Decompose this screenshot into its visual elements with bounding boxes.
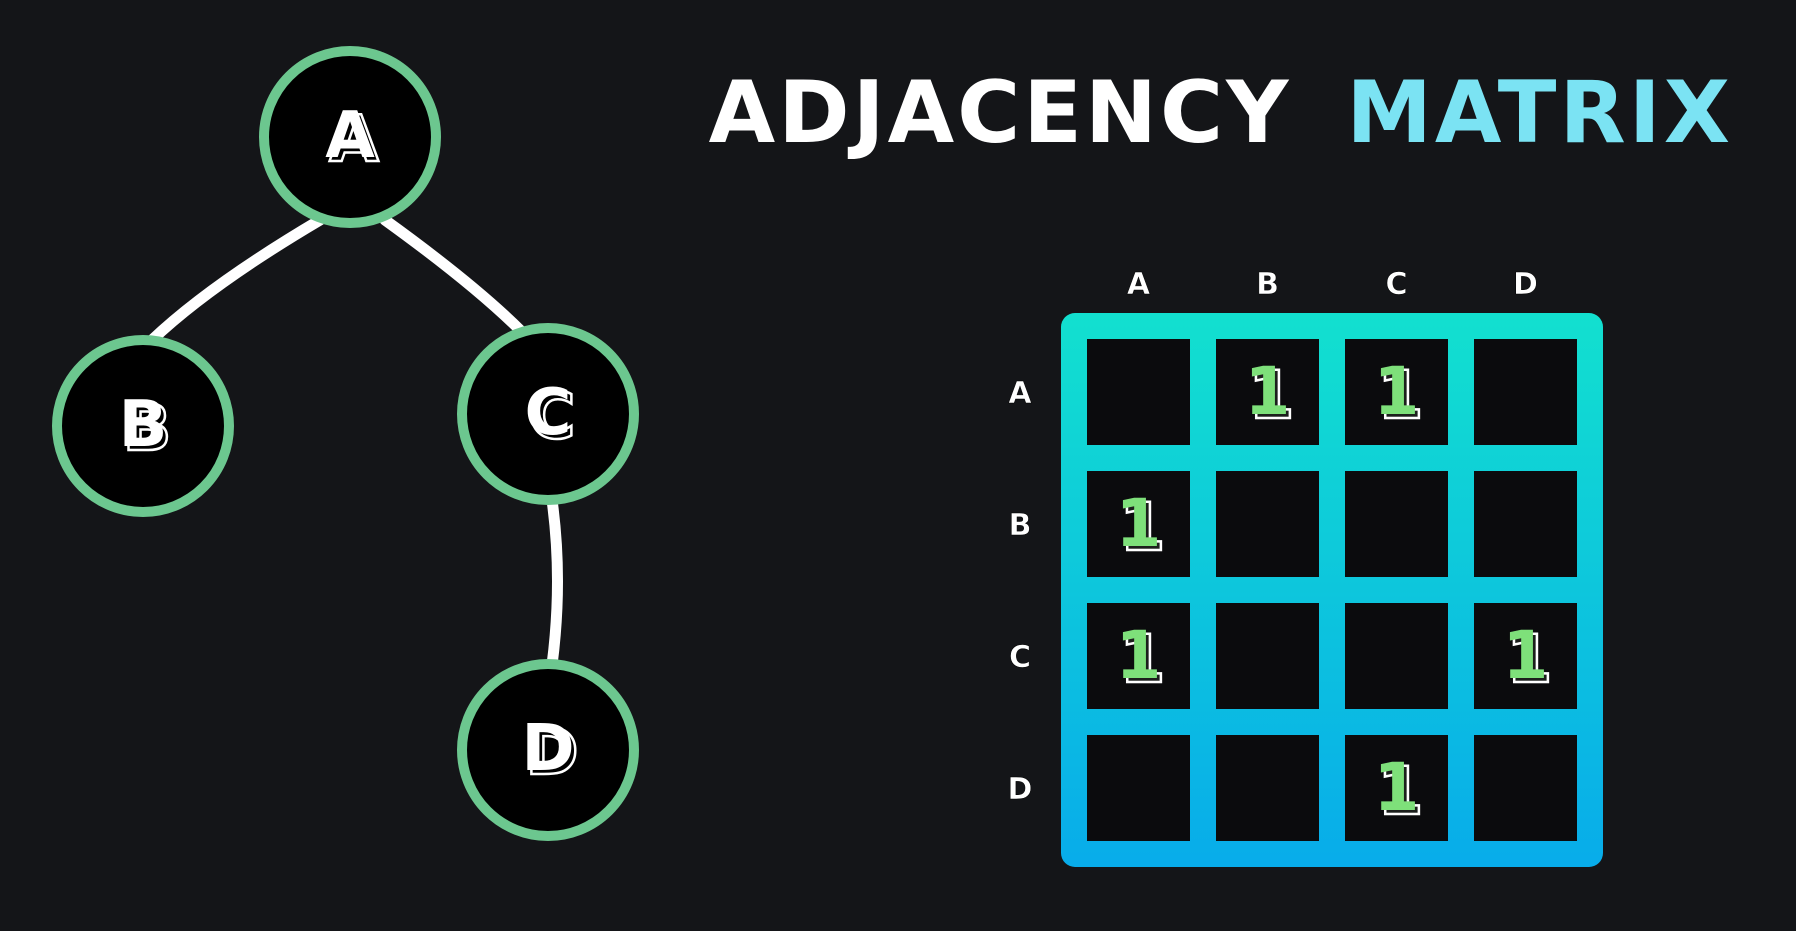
node-label-shadow: B bbox=[123, 392, 172, 466]
matrix-cell-bg bbox=[1216, 735, 1319, 841]
matrix-cell-b-b bbox=[1216, 471, 1319, 577]
cell-value-shadow: 1 bbox=[1507, 621, 1553, 698]
matrix-cell-bg bbox=[1474, 339, 1577, 445]
matrix-column-headers: A B C D bbox=[1127, 267, 1539, 303]
column-header-d: D bbox=[1513, 267, 1538, 302]
matrix-cell-bg bbox=[1087, 603, 1190, 709]
matrix-cell-bg bbox=[1345, 339, 1448, 445]
node-d: DD bbox=[457, 659, 639, 841]
matrix-cell-c-d: 11 bbox=[1474, 603, 1577, 709]
matrix-cell-a-b: 11 bbox=[1216, 339, 1319, 445]
cell-value: 1 bbox=[1374, 749, 1420, 826]
row-header-a: A bbox=[1008, 376, 1032, 411]
node-circle bbox=[259, 46, 441, 228]
node-circle bbox=[457, 659, 639, 841]
matrix-cell-bg bbox=[1087, 471, 1190, 577]
matrix-cell-d-c: 11 bbox=[1345, 735, 1448, 841]
node-c: CC bbox=[457, 323, 639, 505]
cell-value-shadow: 1 bbox=[1378, 357, 1424, 434]
edge-a-b bbox=[146, 214, 326, 346]
cell-value-shadow: 1 bbox=[1378, 753, 1424, 830]
column-header-a: A bbox=[1127, 267, 1151, 302]
node-label: C bbox=[525, 376, 572, 450]
matrix-cell-b-a: 11 bbox=[1087, 471, 1190, 577]
cell-value: 1 bbox=[1503, 617, 1549, 694]
node-circle bbox=[457, 323, 639, 505]
node-circle bbox=[52, 335, 234, 517]
edge-c-d bbox=[546, 494, 563, 671]
title-part-adjacency: ADJACENCY bbox=[709, 63, 1292, 163]
node-label-shadow: A bbox=[329, 103, 379, 177]
matrix-cell-a-a bbox=[1087, 339, 1190, 445]
node-label: D bbox=[521, 712, 574, 786]
matrix-cell-a-d bbox=[1474, 339, 1577, 445]
cell-value: 1 bbox=[1116, 485, 1162, 562]
matrix-cell-bg bbox=[1474, 735, 1577, 841]
cell-value-shadow: 1 bbox=[1120, 621, 1166, 698]
matrix-cell-bg bbox=[1087, 339, 1190, 445]
matrix-cell-d-b bbox=[1216, 735, 1319, 841]
matrix-frame bbox=[1061, 313, 1603, 867]
matrix-cell-b-c bbox=[1345, 471, 1448, 577]
matrix-cell-bg bbox=[1216, 471, 1319, 577]
row-header-d: D bbox=[1008, 772, 1033, 807]
node-label: A bbox=[325, 99, 375, 173]
column-header-b: B bbox=[1256, 267, 1279, 302]
matrix-cell-bg bbox=[1216, 603, 1319, 709]
matrix-cell-bg bbox=[1474, 603, 1577, 709]
cell-value-shadow: 1 bbox=[1249, 357, 1295, 434]
edge-a-c bbox=[379, 214, 528, 338]
matrix-cell-bg bbox=[1345, 735, 1448, 841]
matrix-cell-bg bbox=[1087, 735, 1190, 841]
matrix-cell-b-d bbox=[1474, 471, 1577, 577]
page-title: ADJACENCY MATRIX bbox=[709, 63, 1733, 163]
matrix-cell-d-d bbox=[1474, 735, 1577, 841]
node-b: BB bbox=[52, 335, 234, 517]
column-header-c: C bbox=[1385, 267, 1407, 302]
title-part-matrix: MATRIX bbox=[1346, 63, 1733, 163]
matrix-cell-a-c: 11 bbox=[1345, 339, 1448, 445]
matrix-cell-bg bbox=[1345, 603, 1448, 709]
node-a: AA bbox=[259, 46, 441, 228]
graph-edges bbox=[146, 214, 563, 671]
node-label: B bbox=[119, 388, 168, 462]
row-header-c: C bbox=[1009, 640, 1031, 675]
matrix-cell-bg bbox=[1345, 471, 1448, 577]
matrix-cell-bg bbox=[1474, 471, 1577, 577]
matrix-cell-d-a bbox=[1087, 735, 1190, 841]
cell-value: 1 bbox=[1374, 353, 1420, 430]
node-label-shadow: C bbox=[529, 380, 576, 454]
matrix-cell-bg bbox=[1216, 339, 1319, 445]
cell-value: 1 bbox=[1116, 617, 1162, 694]
row-header-b: B bbox=[1009, 508, 1032, 543]
matrix-cell-c-c bbox=[1345, 603, 1448, 709]
cell-value-shadow: 1 bbox=[1120, 489, 1166, 566]
node-label-shadow: D bbox=[525, 716, 578, 790]
matrix-row-headers: A B C D bbox=[1007, 376, 1033, 808]
cell-value: 1 bbox=[1245, 353, 1291, 430]
matrix-cell-c-b bbox=[1216, 603, 1319, 709]
matrix-cell-c-a: 11 bbox=[1087, 603, 1190, 709]
